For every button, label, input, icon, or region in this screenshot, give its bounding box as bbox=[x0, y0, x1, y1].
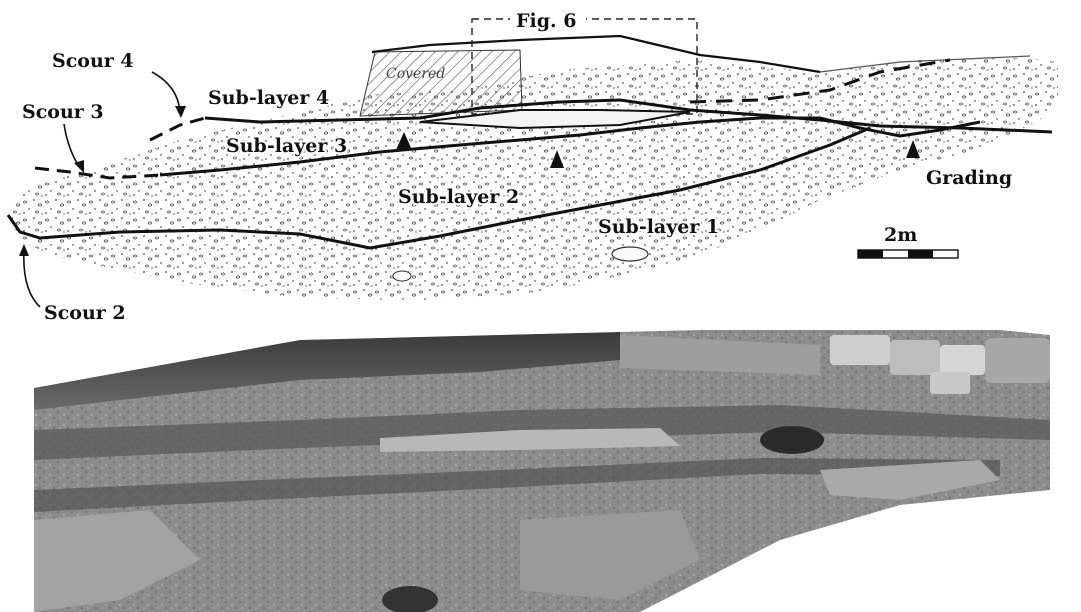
clast-large bbox=[612, 247, 648, 261]
scour2-label: Scour 2 bbox=[44, 302, 126, 324]
sublayer3-label: Sub-layer 3 bbox=[226, 135, 347, 157]
scour3-label: Scour 3 bbox=[22, 101, 104, 123]
deposit-body bbox=[8, 58, 1058, 300]
sublayer4-label: Sub-layer 4 bbox=[208, 87, 329, 109]
fig6-label: Fig. 6 bbox=[516, 10, 576, 32]
scour3-leader bbox=[64, 124, 80, 168]
geologic-sketch: Covered Fig. 6 Scour 4 Scour 3 Su bbox=[8, 8, 1058, 324]
scour2-arrowhead bbox=[19, 244, 29, 256]
outcrop-photo bbox=[30, 325, 1060, 612]
scale-bar-label: 2m bbox=[884, 224, 917, 246]
scale-bar: 2m bbox=[858, 224, 958, 258]
scour4-label: Scour 4 bbox=[52, 50, 134, 72]
clast-small bbox=[393, 271, 411, 281]
scour2-leader bbox=[24, 250, 40, 307]
sublayer1-label: Sub-layer 1 bbox=[598, 216, 719, 238]
scour4-arrowhead bbox=[175, 106, 186, 118]
grading-label: Grading bbox=[926, 167, 1012, 189]
sublayer2-label: Sub-layer 2 bbox=[398, 186, 519, 208]
covered-label: Covered bbox=[386, 66, 445, 82]
